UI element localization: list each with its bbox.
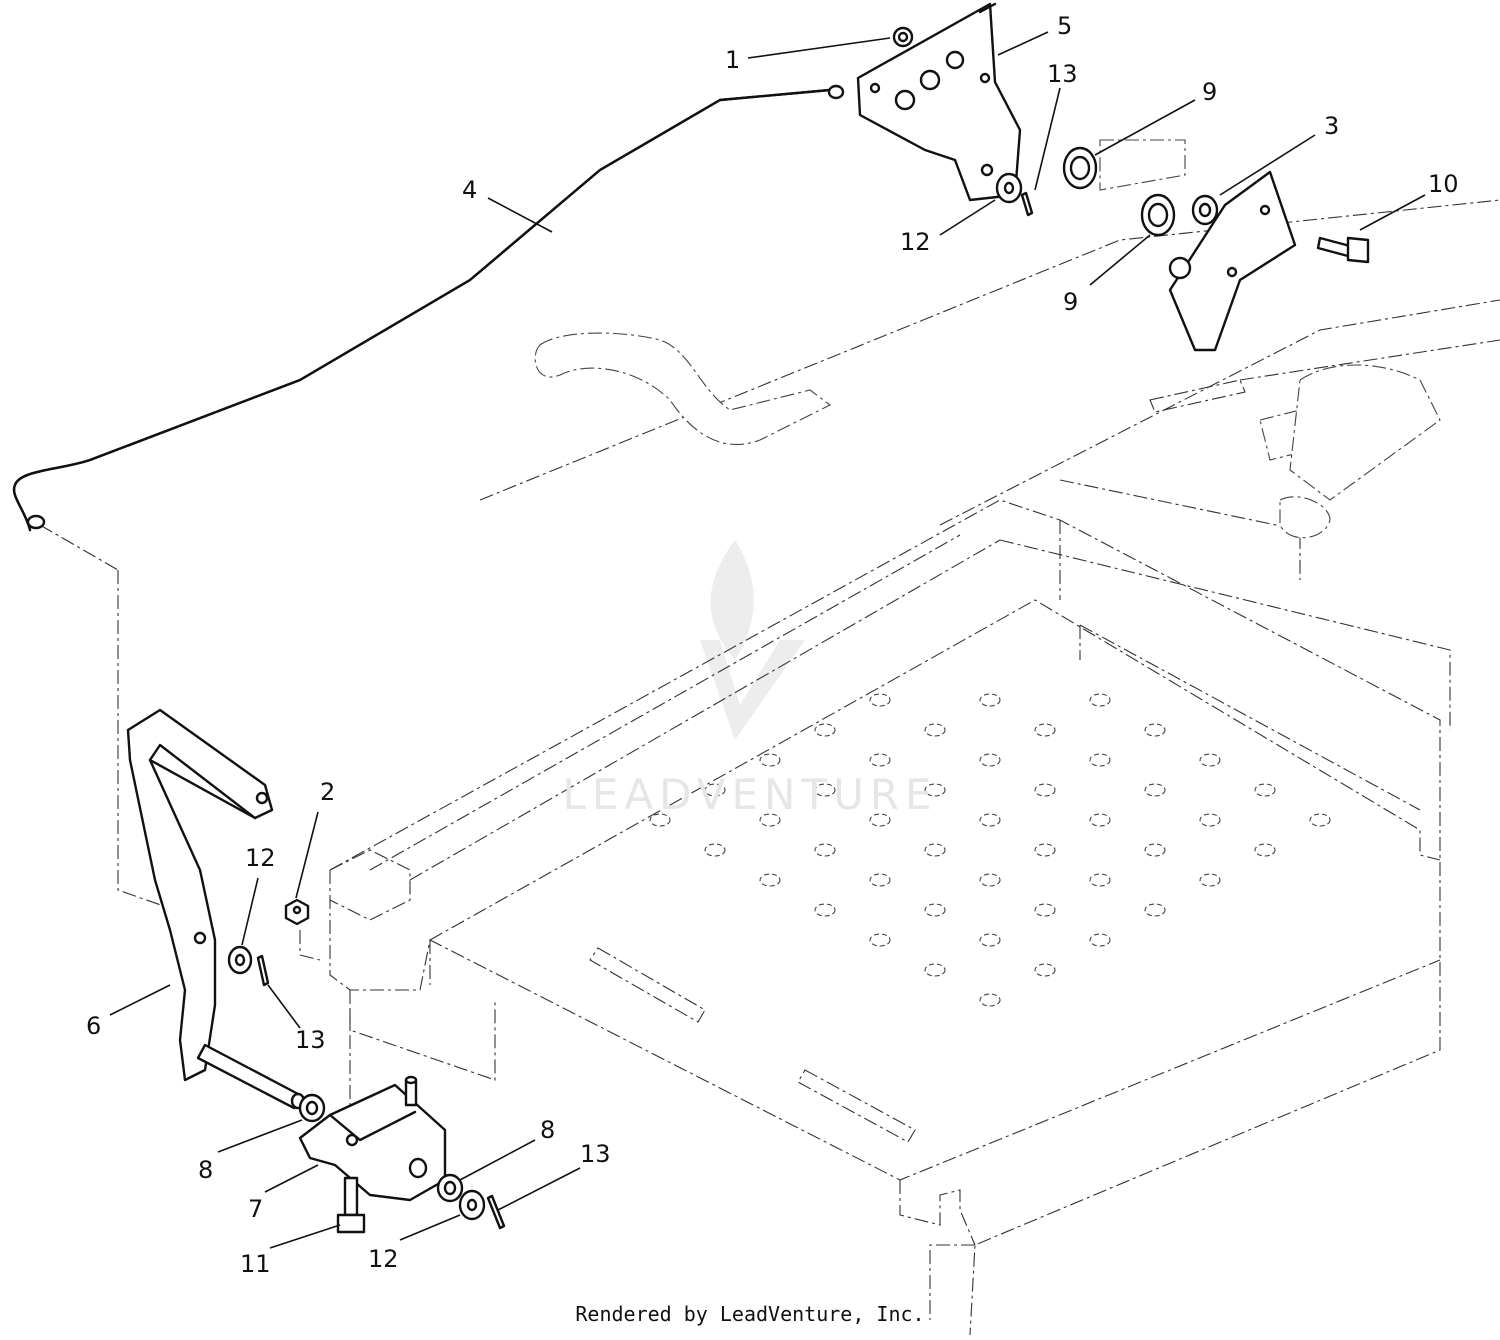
callout-10: 10: [1428, 170, 1459, 198]
floor-dimple: [1089, 933, 1111, 947]
floor-dimple: [1144, 843, 1166, 857]
floor-dimple: [1089, 693, 1111, 707]
floor-dimple: [1034, 843, 1056, 857]
floor-dimple: [759, 873, 781, 887]
cotter-pin-13-left: [256, 954, 270, 987]
washer-12-left: [227, 945, 253, 975]
floor-dimple: [924, 963, 946, 977]
leader-lines: [109, 31, 1426, 1249]
floor-dimple: [649, 813, 671, 827]
floor-dimple: [869, 813, 891, 827]
callout-3: 3: [1324, 112, 1339, 140]
callout-12-bottom: 12: [368, 1245, 399, 1273]
floor-dimple: [1199, 813, 1221, 827]
floor-dimple: [924, 843, 946, 857]
floor-dimple: [1034, 783, 1056, 797]
washer-12-top: [995, 172, 1023, 204]
callout-1: 1: [725, 46, 740, 74]
phantom-lever: [534, 332, 1441, 539]
floor-dimple: [979, 813, 1001, 827]
callout-9-upper: 9: [1202, 78, 1217, 106]
floor-dimple: [924, 783, 946, 797]
bushing-8-left: [298, 1093, 326, 1123]
bolt-11: [336, 1176, 366, 1234]
callout-13-top: 13: [1047, 60, 1078, 88]
callouts: 1 5 13 9 3 10 9 12 4 2 12 6 13 8 7 8 13 …: [86, 12, 1459, 1278]
callout-6: 6: [86, 1012, 101, 1040]
floor-dimple: [869, 693, 891, 707]
floor-dimple: [759, 753, 781, 767]
callout-13-bottom: 13: [580, 1140, 611, 1168]
floor-dimples: [649, 693, 1331, 1007]
bolt-10: [1316, 236, 1370, 264]
floor-dimple: [704, 843, 726, 857]
callout-12-top: 12: [900, 228, 931, 256]
floor-dimple: [924, 903, 946, 917]
floor-dimple: [814, 783, 836, 797]
callout-11: 11: [240, 1250, 271, 1278]
pedal-bracket-7: [298, 1075, 447, 1202]
floor-dimple: [704, 783, 726, 797]
floor-dimple: [869, 933, 891, 947]
floor-dimple: [1144, 903, 1166, 917]
washer-9-upper: [1062, 146, 1098, 190]
cotter-pin-13-bottom: [486, 1194, 506, 1230]
floor-dimple: [814, 903, 836, 917]
control-rod-4: [12, 84, 845, 532]
cotter-pin-13-top: [1020, 191, 1034, 217]
floor-dimple: [979, 873, 1001, 887]
floor-dimple: [869, 753, 891, 767]
floor-dimple: [979, 933, 1001, 947]
floor-dimple: [1309, 813, 1331, 827]
callout-7: 7: [248, 1195, 263, 1223]
floor-dimple: [924, 723, 946, 737]
washer-9-lower: [1140, 193, 1176, 237]
floor-dimple: [1089, 813, 1111, 827]
watermark-text: LEADVENTURE: [562, 770, 938, 819]
floor-dimple: [1034, 903, 1056, 917]
floor-dimple: [1254, 783, 1276, 797]
floor-dimple: [759, 813, 781, 827]
floor-dimple: [1144, 723, 1166, 737]
nut-1: [892, 26, 914, 48]
callout-9-lower: 9: [1063, 288, 1078, 316]
pedal-lever-6: [126, 708, 274, 1082]
floor-dimple: [1199, 753, 1221, 767]
callout-12-left: 12: [245, 844, 276, 872]
floor-dimple: [1089, 873, 1111, 887]
floor-dimple: [1199, 873, 1221, 887]
floor-dimple: [979, 693, 1001, 707]
floor-dimple: [814, 843, 836, 857]
callout-2: 2: [320, 778, 335, 806]
callout-13-left: 13: [295, 1026, 326, 1054]
floor-dimple: [979, 993, 1001, 1007]
nut-2: [284, 898, 310, 926]
floor-dimple: [814, 723, 836, 737]
floor-dimple: [1254, 843, 1276, 857]
spacer-3: [1191, 194, 1219, 226]
callout-4: 4: [462, 176, 477, 204]
floor-dimple: [1089, 753, 1111, 767]
washer-12-bottom: [458, 1189, 486, 1221]
floor-dimple: [979, 753, 1001, 767]
callout-5: 5: [1057, 12, 1072, 40]
footer-credit: Rendered by LeadVenture, Inc.: [575, 1302, 925, 1326]
callout-8-left: 8: [198, 1156, 213, 1184]
callout-8-right: 8: [540, 1116, 555, 1144]
floor-dimple: [1034, 963, 1056, 977]
upper-bracket-5: [856, 2, 1022, 202]
lever-bracket: [1168, 170, 1297, 352]
floor-dimple: [869, 873, 891, 887]
watermark-logo: [700, 540, 805, 740]
bushing-8-right: [436, 1173, 464, 1203]
floor-dimple: [1034, 723, 1056, 737]
floor-dimple: [1144, 783, 1166, 797]
pivot-shaft: [196, 1043, 306, 1110]
